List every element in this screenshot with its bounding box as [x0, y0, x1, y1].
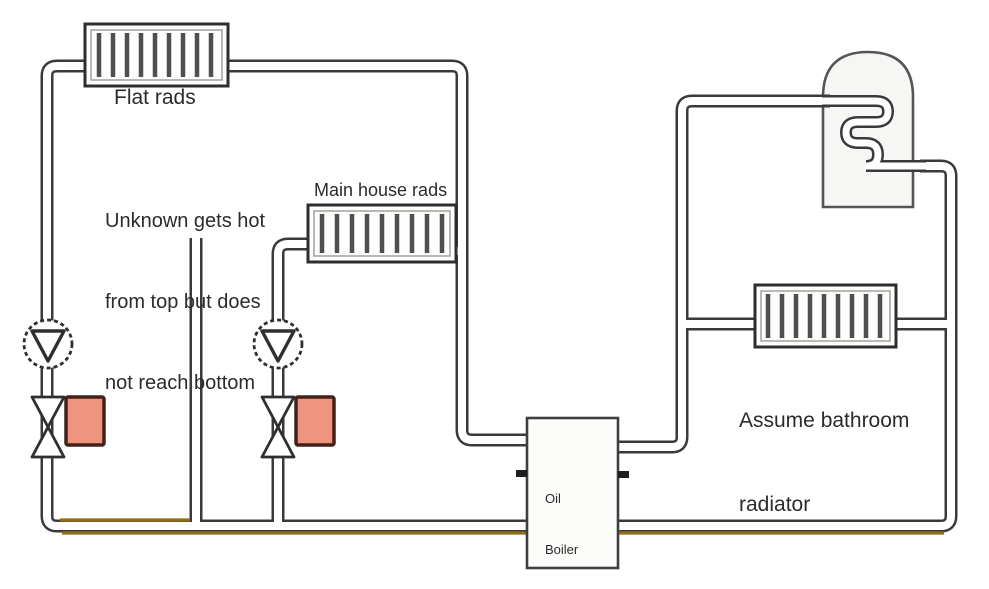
pipe-white-overlay [43, 62, 955, 530]
valve-icon [260, 425, 296, 459]
unknown-note-line1: Unknown gets hot [105, 210, 266, 232]
bathroom-radiator [753, 283, 898, 349]
flat-radiator-inner-frame [90, 29, 223, 81]
oil-boiler-label: Oil Boiler [545, 456, 578, 589]
valve-actuator [64, 395, 106, 447]
bathroom-radiator-fins [765, 294, 883, 338]
flat-radiator-fins [96, 33, 214, 77]
main-house-radiator [306, 203, 458, 264]
pump-triangle-icon [30, 329, 66, 363]
boiler-left-stub [516, 470, 527, 477]
valve-actuator [294, 395, 336, 447]
main-house-radiator-fins [319, 214, 445, 253]
unknown-note-line3: not reach bottom [105, 372, 256, 394]
oil-boiler-body [525, 416, 620, 570]
flat-rads-label: Flat rads [114, 86, 196, 109]
flat-radiator [83, 22, 230, 88]
cylinder-body [821, 50, 915, 209]
hot-water-cylinder [821, 50, 915, 209]
oil-boiler [516, 416, 629, 570]
valve-icon [30, 395, 66, 429]
pipe-white-overlay [274, 240, 312, 523]
oil-boiler-label-line1: Oil [545, 491, 561, 506]
main-house-rads-label: Main house rads [314, 180, 448, 200]
bathroom-label-line1: Assume bathroom [739, 409, 910, 432]
pump-triangle-icon [260, 329, 296, 363]
bathroom-radiator-inner-frame [760, 290, 891, 342]
main-house-radiator-inner-frame [313, 210, 451, 257]
valve-icon [260, 395, 296, 429]
boiler-right-stub [618, 471, 629, 478]
cylinder-coil [822, 95, 926, 172]
unknown-note-line2: from top but does [105, 291, 261, 313]
pump-main-circuit [252, 318, 304, 370]
unknown-note: Unknown gets hot from top but does not r… [105, 154, 265, 451]
bathroom-label-line2: radiator [739, 493, 811, 516]
bathroom-radiator-label: Assume bathroom radiator [739, 351, 909, 575]
coil-inner [822, 97, 926, 170]
pipe-white-overlay [616, 97, 830, 451]
pump-flat-circuit [22, 318, 74, 370]
valve-icon [30, 425, 66, 459]
motorised-valve-flat-circuit [30, 395, 106, 459]
motorised-valve-main-circuit [260, 395, 336, 459]
oil-boiler-label-line2: Boiler [545, 542, 579, 557]
pipe-network [40, 59, 958, 535]
pipe-main-rads-drop [271, 237, 312, 523]
